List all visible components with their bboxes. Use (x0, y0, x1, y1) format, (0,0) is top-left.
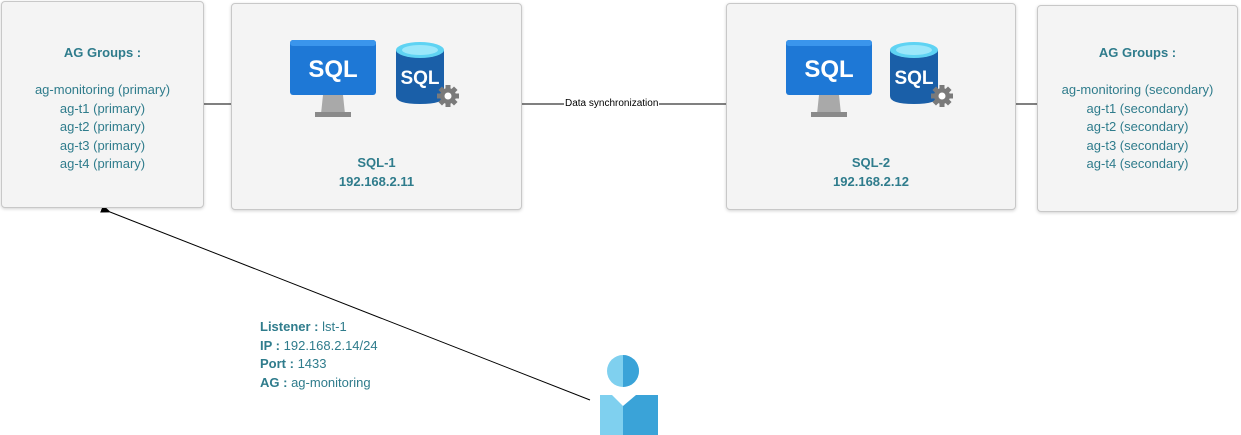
server-name: SQL-2 (851, 155, 891, 170)
server-ip: 192.168.2.11 (338, 173, 415, 189)
ag-primary-panel (1, 1, 204, 208)
server-sql2-panel (726, 3, 1016, 210)
listener-ip-value: 192.168.2.14/24 (283, 337, 378, 353)
listener-ag-key: AG : (260, 374, 288, 390)
server-sql1-text: SQL-1 192.168.2.11 (231, 154, 522, 191)
listener-info: Listener : lst-1 IP : 192.168.2.14/24 Po… (260, 318, 378, 392)
listener-ag-value: ag-monitoring (291, 374, 371, 390)
ag-secondary-item: ag-t3 (secondary) (1086, 137, 1189, 153)
user-icon (600, 355, 658, 435)
connection-label: Data synchronization (564, 98, 660, 110)
listener-ip-row: IP : 192.168.2.14/24 (260, 337, 378, 356)
sql-monitor-icon: SQL (290, 40, 376, 117)
ag-secondary-item: ag-t4 (secondary) (1086, 156, 1189, 171)
ag-primary-item: ag-monitoring (primary) (34, 82, 171, 97)
listener-port-key: Port : (260, 356, 294, 371)
listener-port-value: 1433 (297, 356, 327, 371)
sql-database-icon: SQL (890, 42, 953, 107)
ag-secondary-text: AG Groups : ag-monitoring (secondary) ag… (1037, 44, 1238, 174)
ag-secondary-item: ag-t1 (secondary) (1086, 100, 1189, 116)
sql-monitor-label: SQL (308, 56, 357, 83)
server-ip: 192.168.2.12 (833, 173, 909, 189)
ag-primary-item: ag-t1 (primary) (59, 100, 146, 116)
ag-primary-heading: AG Groups : (63, 45, 142, 60)
listener-port-row: Port : 1433 (260, 355, 378, 374)
sql-database-label: SQL (400, 68, 439, 89)
ag-secondary-heading: AG Groups : (1098, 45, 1177, 60)
listener-name-value: lst-1 (322, 319, 347, 334)
listener-name-key: Listener : (260, 319, 319, 334)
listener-ip-key: IP : (260, 337, 280, 353)
sql-monitor-label: SQL (804, 56, 853, 83)
listener-ag-row: AG : ag-monitoring (260, 374, 378, 393)
ag-primary-item: ag-t3 (primary) (59, 137, 146, 153)
ag-primary-text: AG Groups : ag-monitoring (primary) ag-t… (1, 44, 204, 174)
sql-database-label: SQL (894, 68, 933, 89)
gear-icon (437, 85, 459, 107)
sql-database-icon: SQL (396, 42, 459, 107)
sql-monitor-icon: SQL (786, 40, 872, 117)
ag-secondary-item: ag-monitoring (secondary) (1061, 82, 1214, 97)
listener-name-row: Listener : lst-1 (260, 318, 378, 337)
server-name: SQL-1 (357, 155, 396, 170)
gear-icon (931, 85, 953, 107)
ag-primary-item: ag-t4 (primary) (59, 156, 146, 171)
ag-secondary-item: ag-t2 (secondary) (1086, 119, 1189, 134)
server-sql2-text: SQL-2 192.168.2.12 (726, 154, 1016, 191)
listener-arrow (100, 204, 591, 401)
ag-primary-item: ag-t2 (primary) (59, 119, 146, 134)
server-sql1-panel (231, 3, 522, 210)
ag-secondary-panel (1037, 5, 1238, 212)
